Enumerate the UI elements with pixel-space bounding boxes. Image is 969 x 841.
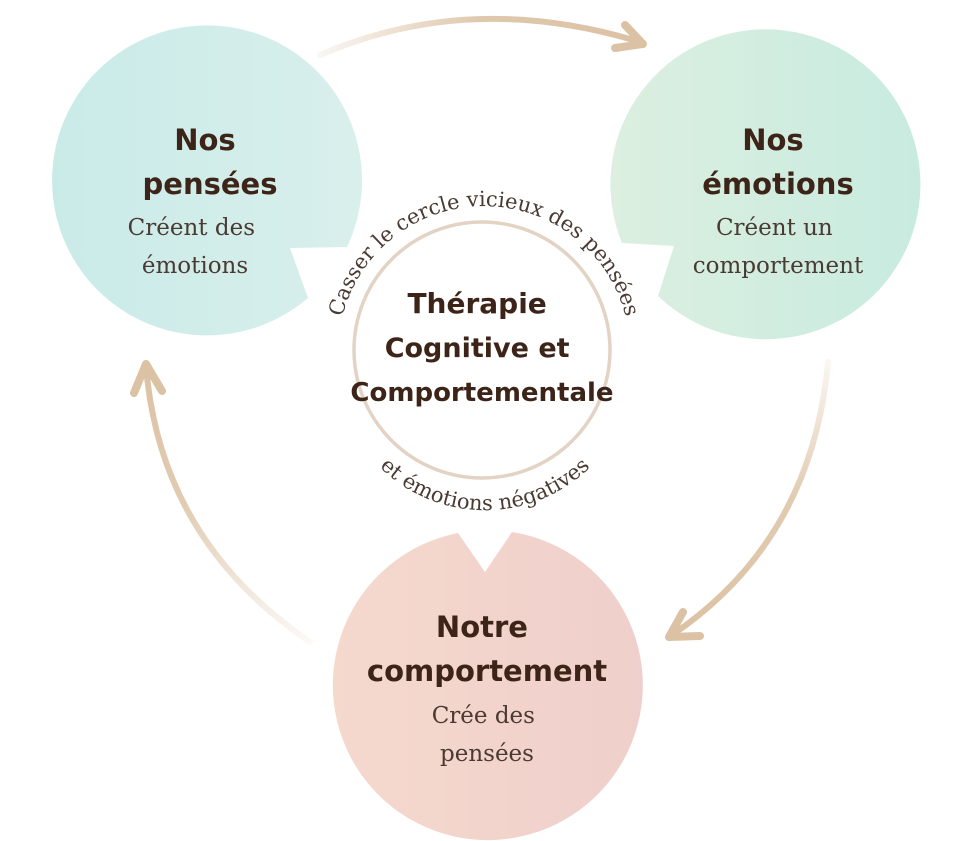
behavior-circle — [332, 532, 643, 841]
arrow-thoughts-to-emotions — [317, 15, 647, 58]
thoughts-title-line-1: Nos — [174, 123, 235, 157]
center-title-line-3: Comportementale — [350, 378, 613, 408]
center-title: Thérapie Cognitive et Comportementale — [350, 287, 613, 408]
thoughts-subtitle: Créent des émotions — [128, 215, 263, 279]
center-title-line-1: Thérapie — [407, 287, 546, 320]
behavior-subtitle-line-1: Crée des — [432, 703, 535, 729]
emotions-circle — [610, 29, 921, 340]
center-ring — [352, 220, 612, 480]
arrowhead-top-icon — [611, 21, 647, 52]
behavior-subtitle: Crée des pensées — [432, 703, 543, 767]
emotions-subtitle-line-2: comportement — [693, 253, 864, 279]
emotions-subtitle: Créent un comportement — [693, 215, 864, 279]
arrow-shaft-right — [669, 359, 831, 638]
emotions-subtitle-line-1: Créent un — [716, 215, 833, 241]
behavior-title-line-2: comportement — [367, 654, 607, 688]
arrow-shaft-left — [143, 363, 313, 645]
arrowhead-right-icon — [665, 608, 704, 641]
arrowhead-left-icon — [130, 360, 166, 397]
node-thoughts: Nos pensées Créent des émotions — [52, 25, 363, 336]
emotions-title: Nos émotions — [702, 123, 853, 201]
thoughts-subtitle-line-2: émotions — [142, 253, 248, 279]
arrow-shaft-top — [317, 15, 643, 58]
node-emotions: Nos émotions Créent un comportement — [610, 29, 921, 340]
behavior-title: Notre comportement — [367, 610, 607, 688]
emotions-title-line-2: émotions — [702, 167, 853, 201]
emotions-title-line-1: Nos — [742, 123, 803, 157]
behavior-subtitle-line-2: pensées — [440, 741, 534, 767]
center-hub: Casser le cercle vicieux des pensées et … — [324, 187, 644, 515]
arrow-behavior-to-thoughts — [130, 360, 313, 645]
center-arc-bottom-label: et émotions négatives — [376, 453, 594, 515]
thoughts-title-line-2: pensées — [143, 167, 278, 201]
behavior-title-line-1: Notre — [436, 610, 528, 644]
center-arc-bottom-text: et émotions négatives — [376, 453, 594, 515]
thoughts-title: Nos pensées — [143, 123, 278, 201]
arrow-emotions-to-behavior — [665, 359, 831, 641]
thoughts-subtitle-line-1: Créent des — [128, 215, 255, 241]
center-title-line-2: Cognitive et — [385, 333, 570, 364]
thoughts-circle — [52, 25, 363, 336]
node-behavior: Notre comportement Crée des pensées — [332, 532, 643, 841]
